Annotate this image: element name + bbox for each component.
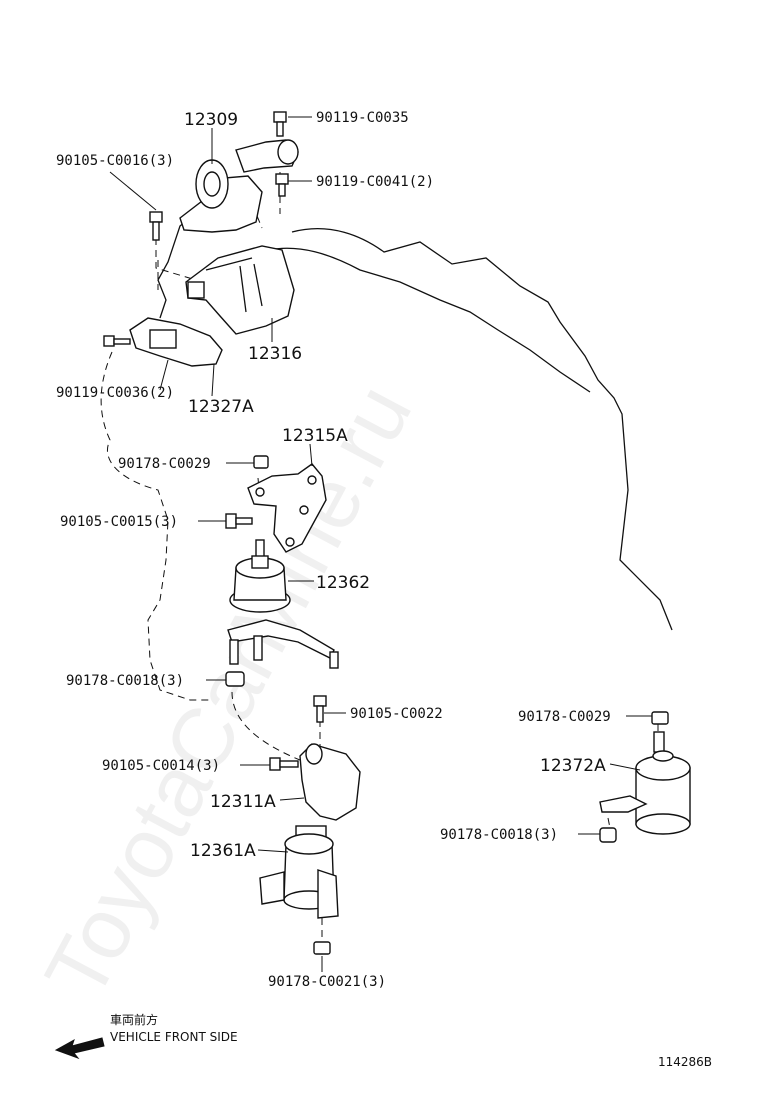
bracket-12327a (129, 317, 223, 367)
mount-12361a (259, 825, 339, 919)
nut-90178-c0018-a (225, 671, 245, 687)
label-12309: 12309 (184, 110, 238, 130)
bracket-12315a (247, 463, 327, 553)
label-90119-c0041: 90119-C0041(2) (316, 174, 434, 190)
bolt-90119-c0035 (273, 111, 287, 137)
label-12362: 12362 (316, 573, 370, 593)
label-12311a: 12311A (210, 792, 276, 812)
label-12315a: 12315A (282, 426, 348, 446)
nut-90178-c0029-a (253, 455, 269, 469)
mount-12362 (227, 539, 339, 669)
label-90105-c0016: 90105-C0016(3) (56, 153, 174, 169)
label-90119-c0036: 90119-C0036(2) (56, 385, 174, 401)
label-12372a: 12372A (540, 756, 606, 776)
direction-japanese: 車両前方 (110, 1012, 158, 1027)
assembly-line-mid (231, 477, 659, 940)
label-90178-c0029-b: 90178-C0029 (518, 709, 611, 725)
bolt-90105-c0014 (269, 757, 299, 771)
label-90105-c0015: 90105-C0015(3) (60, 514, 178, 530)
bolt-90119-c0041 (275, 173, 289, 197)
label-90178-c0018-b: 90178-C0018(3) (440, 827, 558, 843)
bolt-90105-c0016 (149, 211, 163, 241)
nut-90178-c0021 (313, 941, 331, 955)
engine-outline-inner (267, 247, 591, 393)
bracket-12311a (299, 743, 361, 821)
label-90119-c0035: 90119-C0035 (316, 110, 409, 126)
leader-lines (109, 116, 652, 972)
label-90178-c0018-a: 90178-C0018(3) (66, 673, 184, 689)
label-12316: 12316 (248, 344, 302, 364)
assembly-line-bolt (155, 238, 197, 281)
bolt-90105-c0015 (225, 513, 253, 529)
front-arrow-icon (54, 1037, 105, 1060)
mount-12309 (179, 139, 299, 233)
label-90105-c0014: 90105-C0014(3) (102, 758, 220, 774)
figure-id: 114286B (658, 1055, 712, 1069)
label-90178-c0021: 90178-C0021(3) (268, 974, 386, 990)
direction-english: VEHICLE FRONT SIDE (110, 1030, 238, 1044)
label-12327a: 12327A (188, 397, 254, 417)
bracket-12316 (185, 245, 295, 335)
assembly-line-left (100, 260, 210, 701)
bolt-90119-c0036 (103, 335, 131, 347)
label-90178-c0029-a: 90178-C0029 (118, 456, 211, 472)
label-90105-c0022: 90105-C0022 (350, 706, 443, 722)
label-12361a: 12361A (190, 841, 256, 861)
bolt-90105-c0022 (313, 695, 327, 723)
watermark: ToyotaCarMine.ru (27, 370, 430, 1014)
nut-90178-c0029-b (651, 711, 669, 725)
nut-90178-c0018-b (599, 827, 617, 843)
engine-outline (291, 228, 673, 631)
mount-12372a (599, 731, 691, 835)
